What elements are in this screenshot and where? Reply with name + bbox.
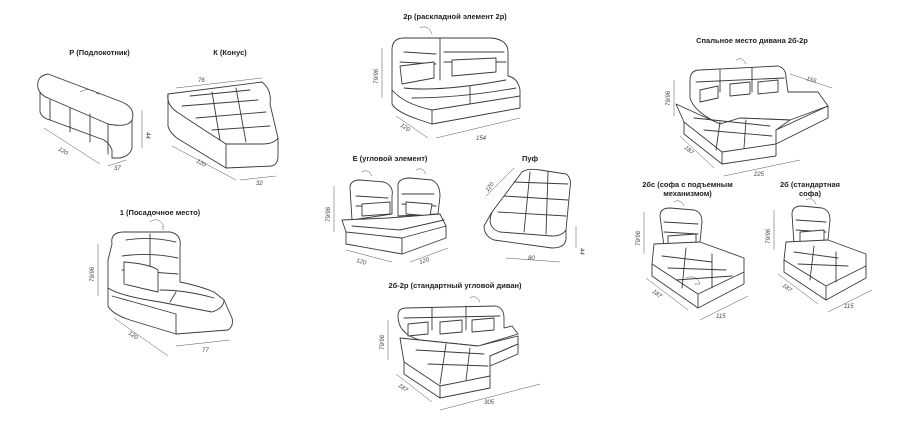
title-corner-sofa: 2б-2р (стандартный угловой диван) xyxy=(388,281,522,290)
title-cone: К (Конус) xyxy=(213,48,247,57)
svg-text:225: 225 xyxy=(753,172,765,178)
svg-text:32: 32 xyxy=(256,181,263,187)
svg-text:120: 120 xyxy=(57,147,69,158)
svg-text:79/96: 79/96 xyxy=(380,334,386,350)
title-sleeping-place: Спальное место дивана 2б-2р xyxy=(696,36,808,45)
cone-drawing: 76 120 32 xyxy=(167,77,279,187)
svg-text:37: 37 xyxy=(114,166,121,172)
svg-text:76: 76 xyxy=(198,78,205,84)
svg-text:187: 187 xyxy=(683,145,695,157)
seat-drawing: 79/96 120 77 xyxy=(90,219,233,357)
svg-text:305: 305 xyxy=(484,400,495,406)
svg-text:77: 77 xyxy=(202,348,209,354)
svg-text:115: 115 xyxy=(844,304,854,310)
sofa-standard-drawing: 79/96 187 115 xyxy=(766,198,873,313)
sleeping-place-drawing: 79/96 187 225 155 xyxy=(666,58,833,178)
fold-2p-drawing: 79/96 120 154 xyxy=(374,26,521,142)
svg-text:79/96: 79/96 xyxy=(374,68,380,84)
sofa-lift-drawing: 79/96 187 115 xyxy=(636,200,749,321)
title-sofa-lift: 2бс (софа с подъемным механизмом) xyxy=(642,180,733,198)
svg-text:187: 187 xyxy=(397,383,409,394)
svg-text:79/96: 79/96 xyxy=(666,90,672,106)
pouf-drawing: 120 80 44 xyxy=(483,167,584,263)
svg-text:187: 187 xyxy=(651,289,663,300)
svg-text:79/96: 79/96 xyxy=(326,206,332,222)
title-seat: 1 (Посадочное место) xyxy=(119,208,201,217)
svg-text:120: 120 xyxy=(419,257,431,266)
svg-text:79/96: 79/96 xyxy=(90,266,96,282)
svg-text:79/96: 79/96 xyxy=(766,228,772,244)
svg-text:44: 44 xyxy=(578,248,584,255)
corner-sofa-drawing: 79/96 187 305 xyxy=(380,296,541,411)
svg-text:120: 120 xyxy=(355,258,367,267)
title-armrest: Р (Подлокотник) xyxy=(69,48,130,57)
title-pouf: Пуф xyxy=(521,154,539,163)
svg-text:155: 155 xyxy=(805,76,817,85)
svg-text:79/96: 79/96 xyxy=(636,230,642,246)
svg-text:154: 154 xyxy=(476,136,487,142)
svg-text:120: 120 xyxy=(195,159,207,170)
svg-text:187: 187 xyxy=(781,283,793,294)
title-corner-e: Е (угловой элемент) xyxy=(352,154,428,163)
svg-text:120: 120 xyxy=(399,123,411,134)
svg-text:115: 115 xyxy=(716,314,726,320)
svg-text:44: 44 xyxy=(144,132,150,139)
corner-e-drawing: 79/96 120 120 xyxy=(326,168,449,267)
svg-text:80: 80 xyxy=(528,256,535,262)
title-sofa-standard: 2б (стандартная софа) xyxy=(779,180,841,198)
svg-text:120: 120 xyxy=(485,181,496,193)
title-fold-2p: 2р (раскладной элемент 2р) xyxy=(403,12,507,21)
svg-text:120: 120 xyxy=(127,331,139,342)
armrest-drawing: 120 37 44 xyxy=(37,73,150,172)
